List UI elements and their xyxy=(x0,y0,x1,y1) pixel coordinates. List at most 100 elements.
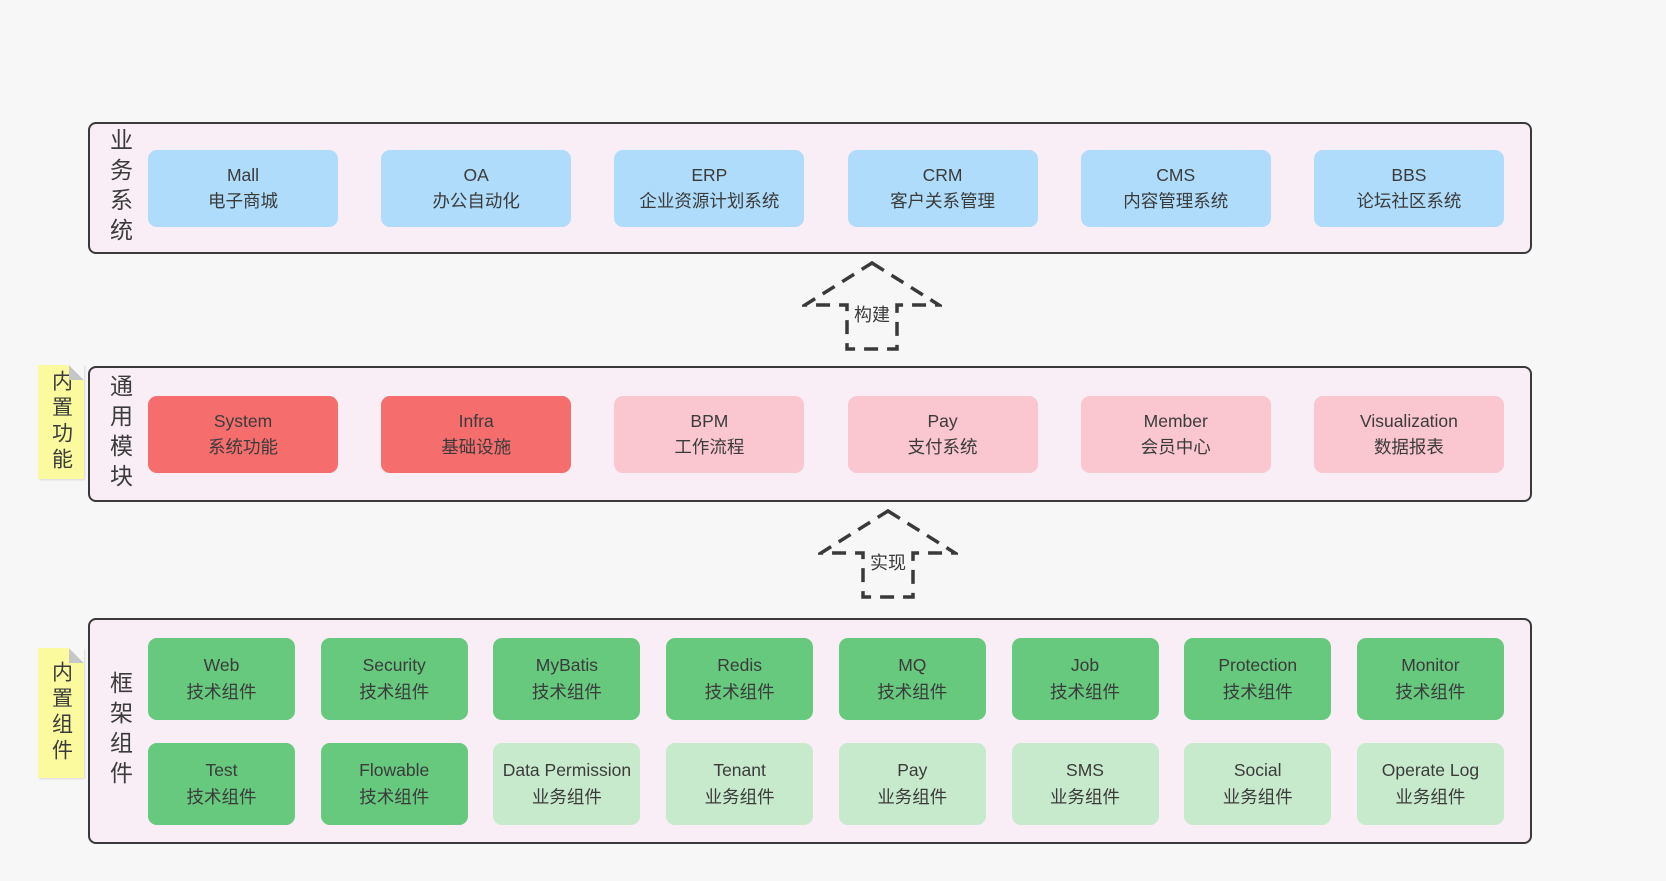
node-title: Pay xyxy=(927,410,958,431)
node-title: Member xyxy=(1143,410,1208,431)
node-title: OA xyxy=(463,164,489,185)
band-label-common-modules: 通用模块 xyxy=(90,368,148,500)
node-subtitle: 业务组件 xyxy=(704,786,775,807)
folded-corner-icon xyxy=(69,648,84,663)
node-cms: CMS 内容管理系统 xyxy=(1080,149,1271,227)
node-title: Security xyxy=(362,655,426,676)
node-title: SMS xyxy=(1066,760,1104,781)
node-subtitle: 电子商城 xyxy=(208,191,278,211)
node-title: Visualization xyxy=(1359,410,1458,431)
framework-components-boxes: Web 技术组件 Security 技术组件 MyBatis 技术组件 Redi… xyxy=(148,620,1530,842)
node-subtitle: 办公自动化 xyxy=(432,191,520,211)
node-title: Infra xyxy=(458,410,494,431)
node-operate-log: Operate Log 业务组件 xyxy=(1356,742,1504,825)
node-subtitle: 技术组件 xyxy=(186,786,257,807)
node-system: System 系统功能 xyxy=(148,395,338,473)
node-visualization: Visualization 数据报表 xyxy=(1313,395,1504,473)
band-label-business-systems: 业务系统 xyxy=(90,124,148,252)
node-title: BPM xyxy=(690,410,729,431)
node-infra: Infra 基础设施 xyxy=(381,395,572,473)
band-label-text: 通用模块 xyxy=(106,374,133,494)
arrow-implement-label: 实现 xyxy=(867,549,909,576)
node-social: Social 业务组件 xyxy=(1184,742,1332,825)
band-label-text: 框架组件 xyxy=(106,671,133,791)
node-title: CRM xyxy=(922,164,963,185)
node-title: Job xyxy=(1070,655,1100,676)
framework-row-2: Test 技术组件 Flowable 技术组件 Data Permission … xyxy=(148,742,1504,825)
node-title: Pay xyxy=(897,760,928,781)
node-monitor: Monitor 技术组件 xyxy=(1356,637,1504,720)
node-data-permission: Data Permission 业务组件 xyxy=(493,742,641,825)
node-pay-component: Pay 业务组件 xyxy=(838,742,986,825)
node-erp: ERP 企业资源计划系统 xyxy=(614,149,805,227)
node-pay-module: Pay 支付系统 xyxy=(847,395,1038,473)
node-subtitle: 技术组件 xyxy=(531,681,602,702)
node-tenant: Tenant 业务组件 xyxy=(666,742,814,825)
node-title: System xyxy=(213,410,273,431)
node-test: Test 技术组件 xyxy=(148,742,295,825)
node-title: Redis xyxy=(717,655,762,676)
node-redis: Redis 技术组件 xyxy=(666,637,814,720)
node-web: Web 技术组件 xyxy=(148,637,295,720)
framework-row-1: Web 技术组件 Security 技术组件 MyBatis 技术组件 Redi… xyxy=(148,637,1504,720)
business-systems-boxes: Mall 电子商城 OA 办公自动化 ERP 企业资源计划系统 CRM 客户关系… xyxy=(148,124,1530,252)
node-subtitle: 业务组件 xyxy=(1050,786,1121,807)
note-built-in-components: 内置组件 xyxy=(38,648,84,778)
node-title: BBS xyxy=(1391,164,1427,185)
node-title: Operate Log xyxy=(1381,760,1480,781)
node-job: Job 技术组件 xyxy=(1011,637,1159,720)
node-title: Test xyxy=(205,760,238,781)
node-sms: SMS 业务组件 xyxy=(1011,742,1159,825)
band-label-text: 业务系统 xyxy=(106,128,133,248)
node-flowable: Flowable 技术组件 xyxy=(320,742,468,825)
node-subtitle: 业务组件 xyxy=(1395,786,1466,807)
node-security: Security 技术组件 xyxy=(320,637,468,720)
node-subtitle: 技术组件 xyxy=(1050,681,1121,702)
node-member: Member 会员中心 xyxy=(1080,395,1271,473)
dashed-up-arrow-icon xyxy=(818,508,958,599)
note-text: 内置功能 xyxy=(49,370,73,474)
band-common-modules: 通用模块 System 系统功能 Infra 基础设施 BPM 工作流程 Pay… xyxy=(88,366,1532,502)
common-modules-boxes: System 系统功能 Infra 基础设施 BPM 工作流程 Pay 支付系统… xyxy=(148,368,1530,500)
node-subtitle: 企业资源计划系统 xyxy=(639,191,780,211)
note-text: 内置组件 xyxy=(49,661,73,765)
arrow-build: 构建 xyxy=(802,260,942,352)
node-subtitle: 技术组件 xyxy=(877,681,948,702)
note-built-in-features: 内置功能 xyxy=(38,365,84,479)
node-mybatis: MyBatis 技术组件 xyxy=(493,637,641,720)
band-label-framework-components: 框架组件 xyxy=(90,620,148,842)
node-subtitle: 技术组件 xyxy=(1395,681,1466,702)
arrow-implement: 实现 xyxy=(818,508,958,600)
node-subtitle: 技术组件 xyxy=(704,681,775,702)
node-subtitle: 业务组件 xyxy=(1222,786,1293,807)
node-subtitle: 会员中心 xyxy=(1140,437,1211,457)
node-protection: Protection 技术组件 xyxy=(1184,637,1332,720)
node-subtitle: 技术组件 xyxy=(186,681,257,702)
node-subtitle: 数据报表 xyxy=(1373,437,1444,457)
node-title: Tenant xyxy=(713,760,766,781)
node-bpm: BPM 工作流程 xyxy=(614,395,805,473)
node-subtitle: 工作流程 xyxy=(674,437,745,457)
node-mall: Mall 电子商城 xyxy=(148,149,338,227)
node-title: CMS xyxy=(1156,164,1196,185)
node-subtitle: 业务组件 xyxy=(531,786,602,807)
node-oa: OA 办公自动化 xyxy=(381,149,572,227)
node-title: Monitor xyxy=(1401,655,1460,676)
node-subtitle: 内容管理系统 xyxy=(1123,191,1229,211)
node-title: Data Permission xyxy=(502,760,632,781)
arrow-build-label: 构建 xyxy=(851,301,893,328)
node-subtitle: 业务组件 xyxy=(877,786,948,807)
node-mq: MQ 技术组件 xyxy=(838,637,986,720)
node-title: Flowable xyxy=(359,760,430,781)
node-subtitle: 技术组件 xyxy=(359,786,430,807)
node-subtitle: 客户关系管理 xyxy=(890,191,996,211)
band-framework-components: 框架组件 Web 技术组件 Security 技术组件 MyBatis 技术组件… xyxy=(88,618,1532,844)
node-title: Social xyxy=(1233,760,1282,781)
node-subtitle: 技术组件 xyxy=(1222,681,1293,702)
node-crm: CRM 客户关系管理 xyxy=(847,149,1038,227)
node-title: Mall xyxy=(226,164,260,185)
node-title: Web xyxy=(203,655,240,676)
node-subtitle: 论坛社区系统 xyxy=(1356,191,1462,211)
node-subtitle: 支付系统 xyxy=(907,437,978,457)
